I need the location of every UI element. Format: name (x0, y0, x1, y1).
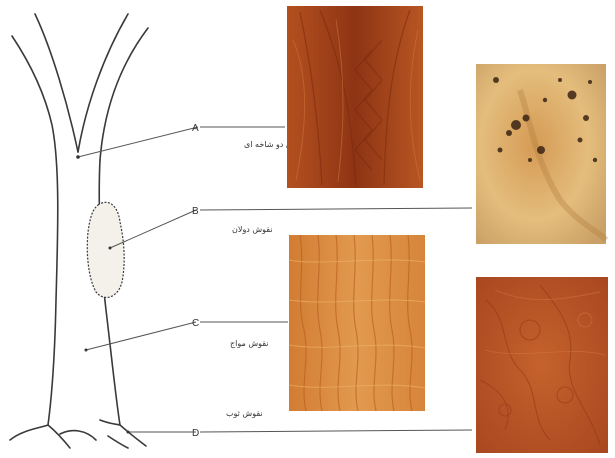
wood-sample-d (476, 277, 608, 453)
tree-illustration (10, 14, 148, 448)
tree-root-left (10, 425, 70, 448)
anchor-dot-d (127, 431, 130, 434)
wood-sample-b (476, 64, 606, 244)
label-b-letter: B (192, 206, 199, 217)
label-c-text: نقوش مواج (230, 339, 269, 348)
leader-line-d-right (200, 430, 472, 432)
wood-sample-c (289, 235, 425, 411)
label-b-text: نقوش دولان (232, 225, 273, 234)
trunk-burl (87, 202, 124, 297)
tree-left-branch-inner (35, 14, 78, 152)
tree-root-mid (60, 431, 96, 440)
leader-line-b-right (200, 208, 472, 210)
label-c-letter: C (192, 318, 199, 329)
anchor-dot-c (85, 349, 88, 352)
leader-line-a (78, 127, 198, 157)
label-d-text: نقوش ثوب (226, 409, 263, 418)
label-d-letter: D (192, 428, 199, 439)
anchor-dot-b (109, 247, 112, 250)
leader-line-c (86, 322, 196, 350)
tree-left-edge (12, 36, 58, 425)
wood-sample-a (287, 6, 423, 188)
tree-right-branch-outer (100, 28, 148, 160)
leader-line-b (110, 210, 196, 248)
tree-root-right (100, 420, 146, 448)
anchor-dot-a (76, 155, 80, 159)
label-a-letter: A (192, 123, 199, 134)
